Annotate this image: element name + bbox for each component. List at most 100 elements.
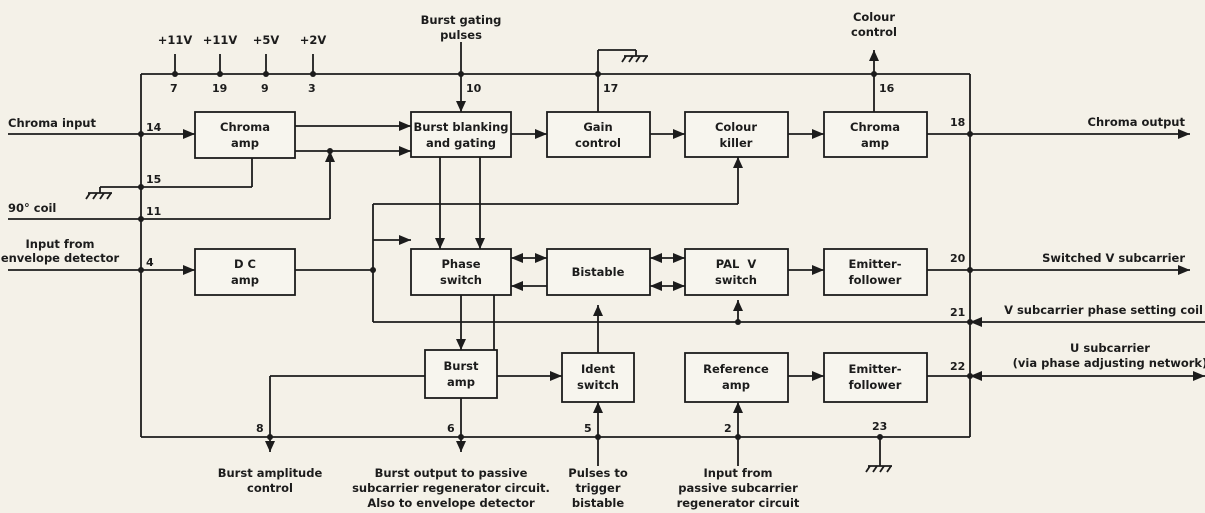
- block-gain-control: Gain control: [546, 111, 651, 158]
- block-label: amp: [231, 136, 259, 150]
- pin-number: 7: [170, 82, 178, 95]
- label-line: passive subcarrier: [678, 481, 798, 495]
- block-label: amp: [861, 136, 889, 150]
- label-line: U subcarrier: [1070, 341, 1150, 355]
- pulses-trigger-bistable-label: Pulses to trigger bistable: [568, 466, 628, 510]
- pin-number: 14: [146, 121, 162, 134]
- block-label: Chroma: [220, 120, 270, 134]
- label-line: Burst gating: [421, 13, 502, 27]
- block-bistable: Bistable: [546, 248, 651, 296]
- pin-number: 22: [950, 360, 965, 373]
- pin-number: 4: [146, 256, 154, 269]
- chroma-input-label: Chroma input: [8, 116, 96, 130]
- label-line: Also to envelope detector: [367, 496, 535, 510]
- pin-number: 9: [261, 82, 269, 95]
- pin-number: 15: [146, 173, 161, 186]
- label-line: trigger: [575, 481, 620, 495]
- block-label: control: [575, 136, 621, 150]
- block-label: Colour: [715, 120, 757, 134]
- block-burst-amp: Burst amp: [424, 349, 498, 399]
- block-label: Burst blanking: [413, 120, 508, 134]
- block-label: amp: [231, 273, 259, 287]
- pin-number: 23: [872, 420, 887, 433]
- burst-amplitude-control-label: Burst amplitude control: [218, 466, 323, 495]
- label-line: Colour: [853, 10, 895, 24]
- pin-number: 5: [584, 422, 592, 435]
- supply-label: +5V: [253, 33, 280, 47]
- block-label: Phase: [441, 257, 480, 271]
- label-line: bistable: [572, 496, 624, 510]
- burst-output-label: Burst output to passive subcarrier regen…: [352, 466, 550, 510]
- label-line: Input from: [704, 466, 773, 480]
- block-label: Ident: [581, 362, 615, 376]
- block-pal-v-switch: PAL V switch: [684, 248, 789, 296]
- block-label: D C: [234, 257, 256, 271]
- label-line: control: [851, 25, 897, 39]
- label-line: pulses: [440, 28, 482, 42]
- label-line: Input from: [26, 237, 95, 251]
- block-label: switch: [440, 273, 482, 287]
- block-ident-switch: Ident switch: [561, 352, 635, 403]
- ground-symbol: [621, 50, 648, 63]
- chroma-output-label: Chroma output: [1088, 115, 1186, 129]
- block-emitter-follower-u: Emitter- follower: [823, 352, 928, 403]
- label-line: Pulses to: [568, 466, 628, 480]
- block-label: Gain: [583, 120, 612, 134]
- connection-lines: [8, 42, 1205, 466]
- block-label: Reference: [703, 362, 769, 376]
- label-line: control: [247, 481, 293, 495]
- block-dc-amp: D C amp: [194, 248, 296, 296]
- block-colour-killer: Colour killer: [684, 111, 789, 158]
- pin-numbers: 7 19 9 3 10 17 16 18 14 15 11 4 20 21 22…: [146, 82, 966, 435]
- block-label: Bistable: [572, 265, 625, 279]
- block-label: Chroma: [850, 120, 900, 134]
- block-label: switch: [577, 378, 619, 392]
- block-reference-amp: Reference amp: [684, 352, 789, 403]
- switched-v-subcarrier-label: Switched V subcarrier: [1042, 251, 1185, 265]
- pin-number: 2: [724, 422, 732, 435]
- label-line: envelope detector: [1, 251, 120, 265]
- label-line: Burst amplitude: [218, 466, 323, 480]
- pin-number: 8: [256, 422, 264, 435]
- supply-label: +11V: [158, 33, 193, 47]
- block-chroma-amp-output: Chroma amp: [823, 111, 928, 158]
- pin-number: 21: [950, 306, 965, 319]
- arrowheads: [183, 50, 1205, 452]
- u-subcarrier-label: U subcarrier (via phase adjusting networ…: [1013, 341, 1205, 370]
- block-label: follower: [849, 273, 902, 287]
- block-burst-blanking-gating: Burst blanking and gating: [410, 111, 512, 158]
- passive-regenerator-input-label: Input from passive subcarrier regenerato…: [677, 466, 800, 510]
- block-phase-switch: Phase switch: [410, 248, 512, 296]
- block-label: PAL V: [716, 257, 757, 271]
- block-label: killer: [720, 136, 753, 150]
- supply-label: +2V: [300, 33, 327, 47]
- block-label: Emitter-: [848, 362, 901, 376]
- block-label: amp: [447, 375, 475, 389]
- block-label: Emitter-: [848, 257, 901, 271]
- envelope-detector-input-label: Input from envelope detector: [1, 237, 120, 265]
- block-label: amp: [722, 378, 750, 392]
- pin-number: 18: [950, 116, 965, 129]
- block-emitter-follower-v: Emitter- follower: [823, 248, 928, 296]
- pin-number: 20: [950, 252, 966, 265]
- burst-gating-pulses-label: Burst gating pulses: [421, 13, 502, 42]
- block-label: and gating: [426, 136, 496, 150]
- pin-number: 17: [603, 82, 618, 95]
- label-line: regenerator circuit: [677, 496, 800, 510]
- ground-symbol: [865, 465, 892, 473]
- block-chroma-amp-input: Chroma amp: [194, 111, 296, 159]
- colour-control-label: Colour control: [851, 10, 897, 39]
- v-phase-setting-coil-label: V subcarrier phase setting coil: [1004, 303, 1203, 317]
- coil-90-label: 90° coil: [8, 201, 56, 215]
- pin-number: 16: [879, 82, 895, 95]
- pin-number: 10: [466, 82, 482, 95]
- pin-number: 19: [212, 82, 227, 95]
- label-line: Burst output to passive: [375, 466, 528, 480]
- supply-label: +11V: [203, 33, 238, 47]
- block-label: switch: [715, 273, 757, 287]
- label-line: (via phase adjusting network): [1013, 356, 1205, 370]
- pin-number: 11: [146, 205, 161, 218]
- pin-number: 3: [308, 82, 316, 95]
- block-label: Burst: [444, 359, 479, 373]
